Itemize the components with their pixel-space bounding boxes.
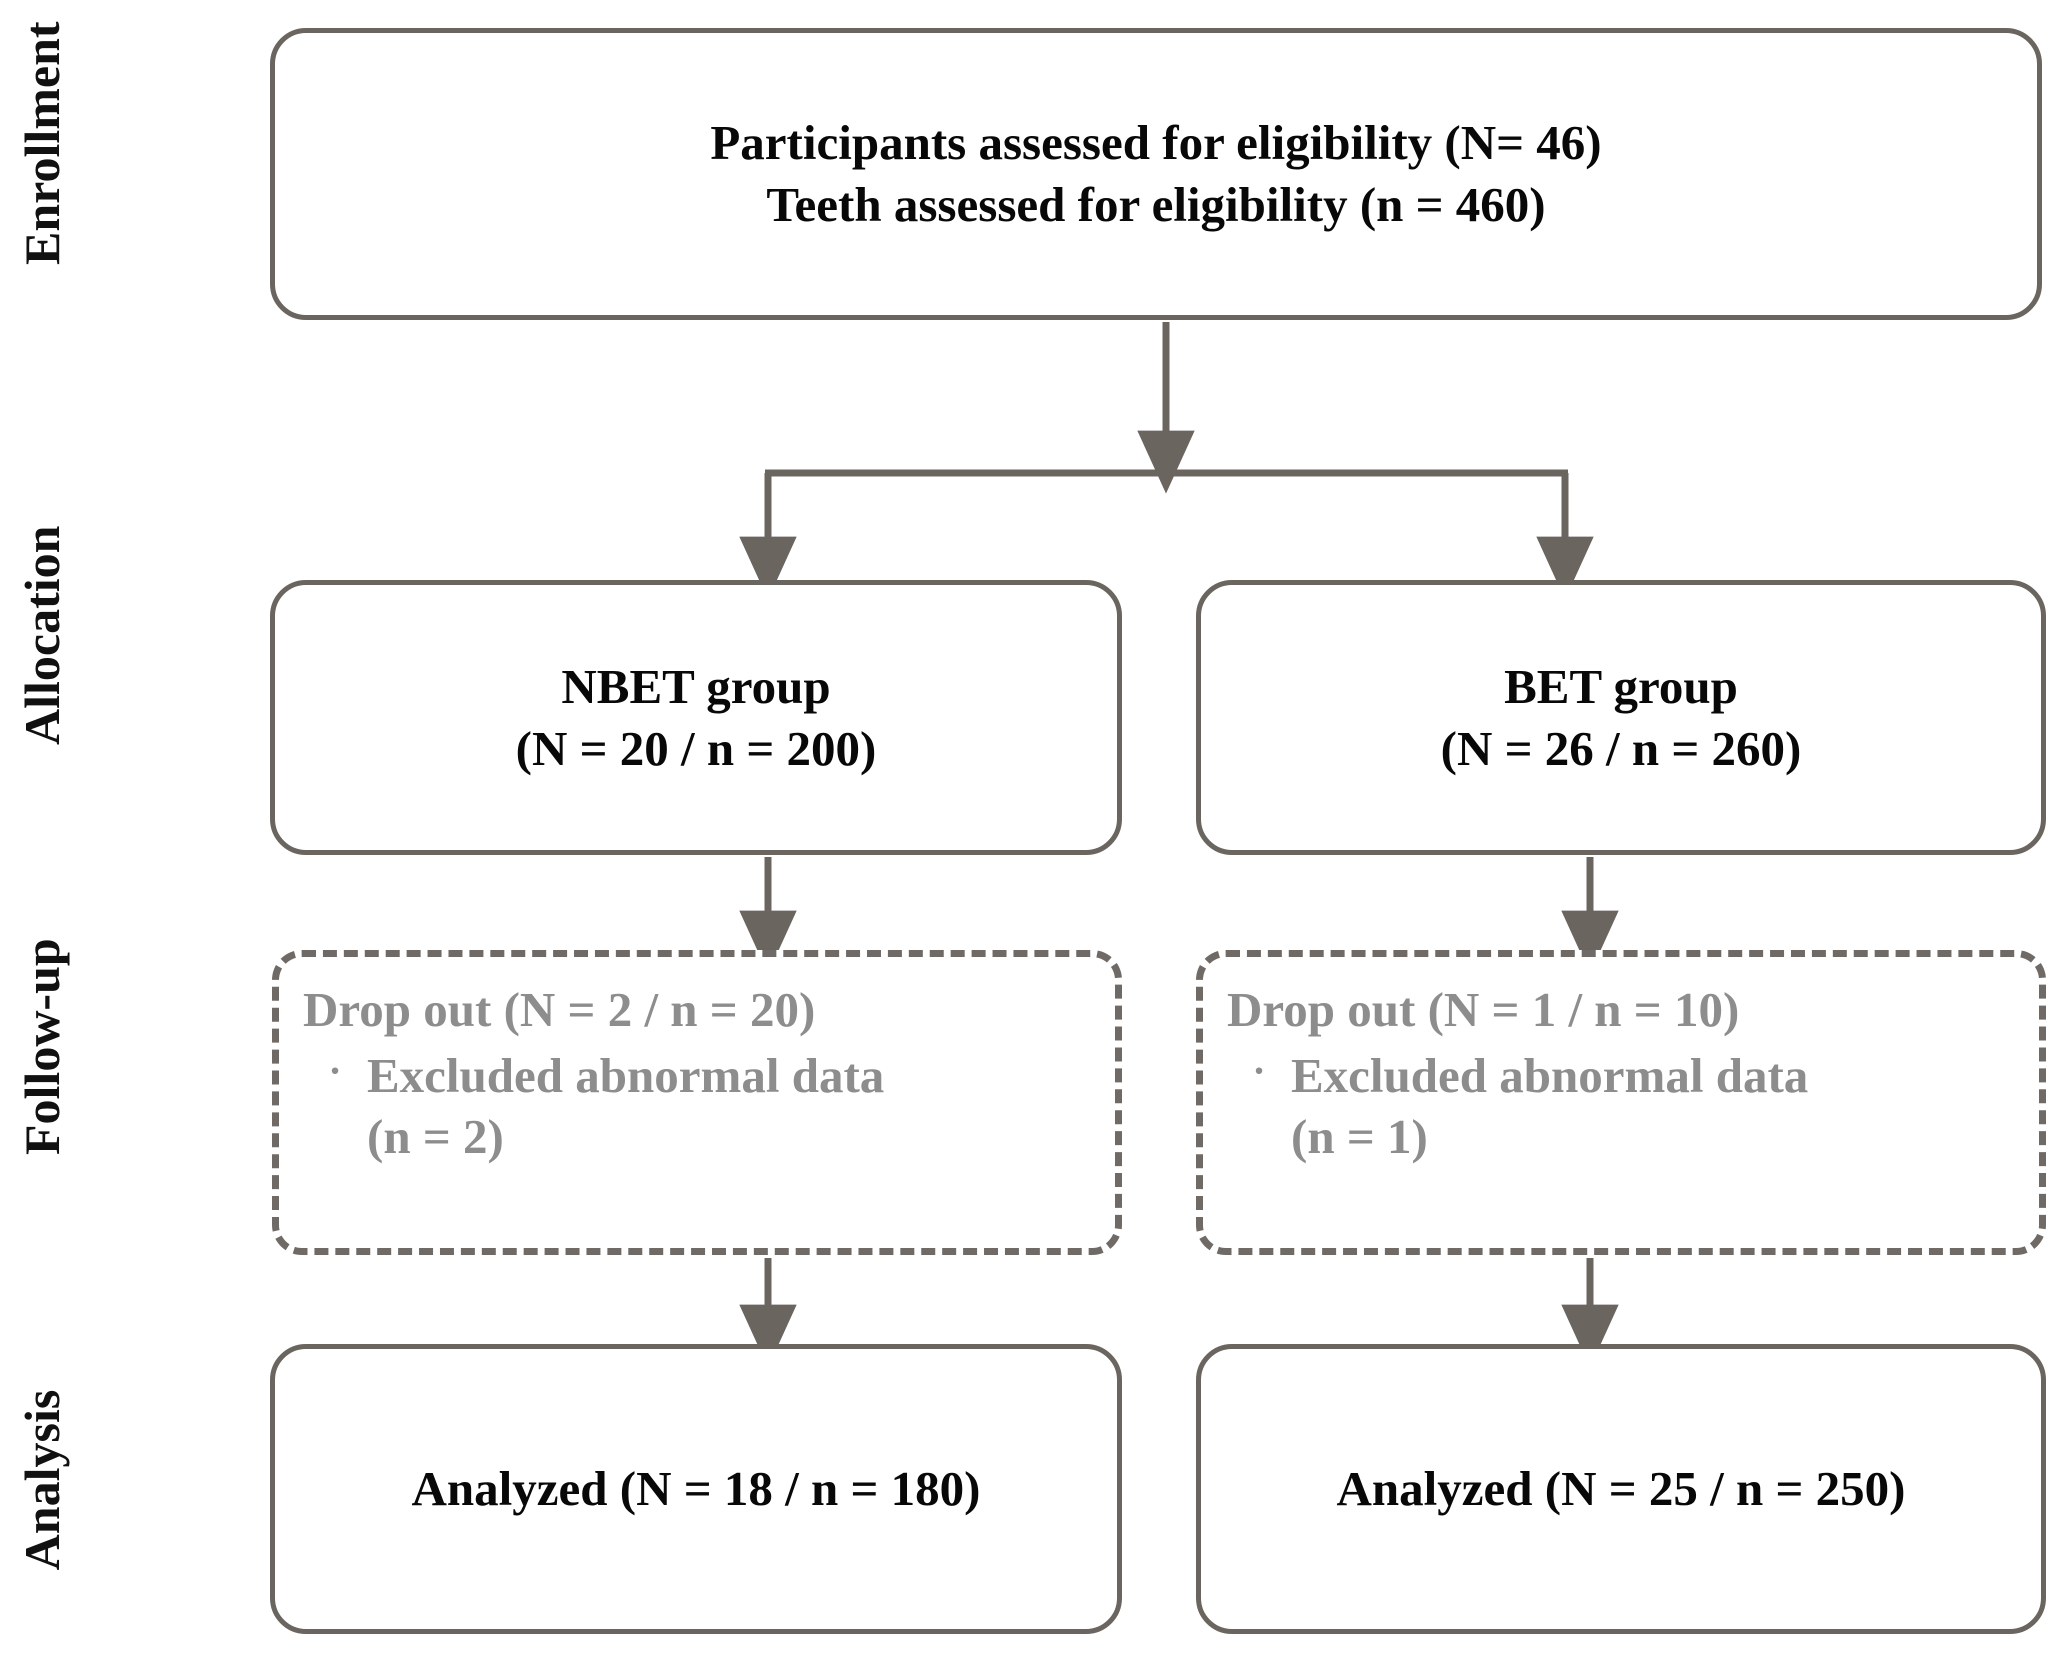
bet-analyzed-line: Analyzed (N = 25 / n = 250) xyxy=(1336,1461,1906,1517)
stage-label-allocation: Allocation xyxy=(14,525,70,745)
nbet-dropout-bullet-text: Excluded abnormal data xyxy=(367,1047,885,1103)
nbet-dropout-bullet-subline: (n = 2) xyxy=(367,1109,504,1165)
bullet-dot-icon: · xyxy=(1252,1047,1266,1093)
nbet-dropout-title: Drop out (N = 2 / n = 20) xyxy=(303,982,816,1037)
followup-box-nbet-dropout: Drop out (N = 2 / n = 20) · Excluded abn… xyxy=(272,950,1122,1255)
enrollment-box: Participants assessed for eligibility (N… xyxy=(270,28,2042,320)
nbet-analyzed-line: Analyzed (N = 18 / n = 180) xyxy=(411,1461,981,1517)
nbet-dropout-bullet-row: · Excluded abnormal data xyxy=(303,1045,1097,1107)
allocation-box-nbet: NBET group (N = 20 / n = 200) xyxy=(270,580,1122,855)
enrollment-teeth-line: Teeth assessed for eligibility (n = 460) xyxy=(766,177,1546,232)
allocation-box-bet: BET group (N = 26 / n = 260) xyxy=(1196,580,2046,855)
stage-label-follow-up: Follow-up xyxy=(14,938,70,1155)
bet-group-title: BET group xyxy=(1504,658,1738,714)
nbet-group-counts: (N = 20 / n = 200) xyxy=(515,720,877,776)
bet-dropout-bullet-text: Excluded abnormal data xyxy=(1291,1047,1809,1103)
bet-dropout-title: Drop out (N = 1 / n = 10) xyxy=(1227,982,1740,1037)
stage-label-enrollment: Enrollment xyxy=(14,21,70,265)
analysis-box-nbet: Analyzed (N = 18 / n = 180) xyxy=(270,1344,1122,1634)
bet-dropout-bullet-row: · Excluded abnormal data xyxy=(1227,1045,2021,1107)
followup-box-bet-dropout: Drop out (N = 1 / n = 10) · Excluded abn… xyxy=(1196,950,2046,1255)
bet-group-counts: (N = 26 / n = 260) xyxy=(1440,720,1802,776)
nbet-group-title: NBET group xyxy=(561,658,831,714)
analysis-box-bet: Analyzed (N = 25 / n = 250) xyxy=(1196,1344,2046,1634)
bet-dropout-bullet-subline: (n = 1) xyxy=(1291,1109,1428,1165)
stage-label-analysis: Analysis xyxy=(14,1389,70,1571)
bullet-dot-icon: · xyxy=(328,1047,342,1093)
enrollment-participants-line: Participants assessed for eligibility (N… xyxy=(710,115,1602,171)
